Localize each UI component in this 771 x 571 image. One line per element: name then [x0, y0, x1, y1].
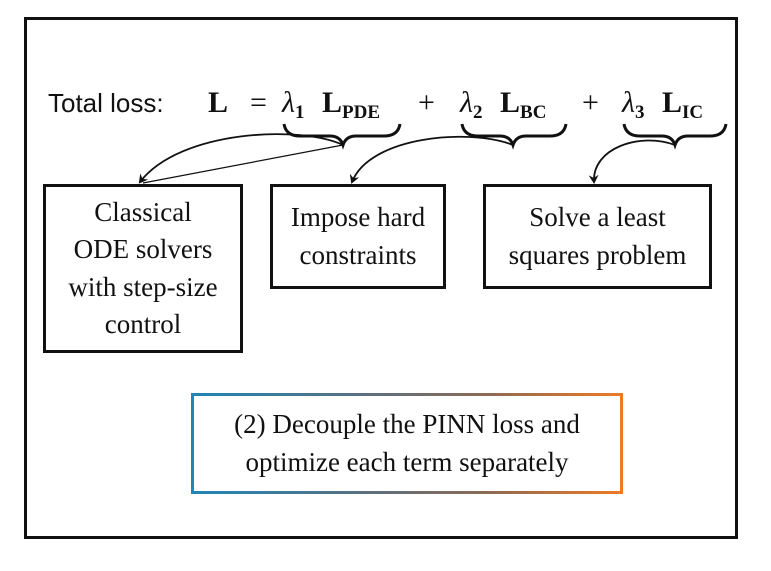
box-line: Classical [94, 197, 192, 227]
note-line: (2) Decouple the PINN loss and [234, 408, 580, 439]
term-pde: LPDE [322, 86, 381, 123]
total-loss-symbol: L [208, 86, 229, 119]
decouple-note-box: (2) Decouple the PINN loss and optimize … [191, 393, 623, 494]
term-pde-subscript: PDE [342, 102, 381, 123]
box-line: squares problem [508, 239, 687, 270]
lambda-2-index: 2 [473, 102, 483, 123]
term-bc: LBC [500, 86, 547, 123]
box-line: Solve a least [529, 202, 666, 233]
term-ic: LIC [662, 86, 704, 123]
term-ic-subscript: IC [682, 102, 704, 123]
lambda-3-index: 3 [635, 102, 645, 123]
plus-sign-1: + [418, 86, 435, 119]
box-line: ODE solvers [73, 234, 213, 265]
note-line: optimize each term separately [245, 446, 569, 477]
method-box-hard-constraints: Impose hard constraints [270, 184, 446, 289]
outer-frame [24, 17, 738, 539]
equation-label: Total loss: [48, 88, 164, 118]
method-box-ode-solvers: Classical ODE solvers with step-size con… [43, 184, 243, 353]
loss-equation: Total loss: L = λ1 LPDE + λ2 LBC + λ3 LI… [0, 86, 771, 130]
box-line: constraints [299, 239, 417, 270]
box-line: control [104, 308, 182, 339]
lambda-2: λ2 [460, 86, 483, 123]
lambda-1: λ1 [282, 86, 305, 123]
term-bc-subscript: BC [520, 102, 547, 123]
method-box-least-squares: Solve a least squares problem [483, 184, 712, 289]
plus-sign-2: + [582, 86, 599, 119]
box-line: Impose hard [290, 202, 426, 233]
box-line: with step-size [68, 271, 218, 302]
lambda-3: λ3 [622, 86, 645, 123]
equals-sign: = [250, 86, 267, 119]
lambda-1-index: 1 [295, 102, 305, 123]
